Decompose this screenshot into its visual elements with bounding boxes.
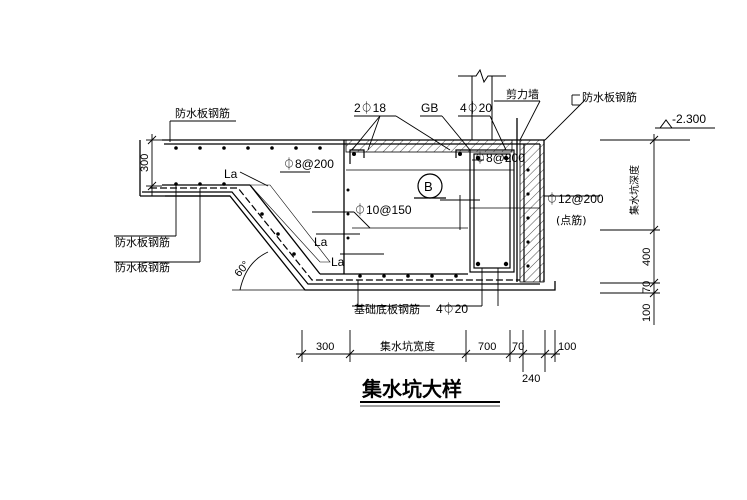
dim-bottom-300: 300 [316, 341, 334, 353]
label-pit-width: 集水坑宽度 [380, 339, 435, 353]
label-la-3: La [331, 255, 345, 269]
label-la-1: La [224, 167, 238, 181]
dimension-lines [146, 134, 660, 372]
rebar-gb: GB [421, 101, 438, 115]
top-beam-hatch [345, 139, 513, 153]
dim-left-300: 300 [139, 154, 151, 172]
elevation-marker [600, 119, 715, 141]
dim-bottom-700: 700 [478, 341, 496, 353]
leader-lines [114, 94, 600, 307]
angle-arc [239, 251, 269, 291]
rebar-stirrup-right: ⏀8@200 [474, 150, 525, 165]
drawing-title: 集水坑大样 [361, 377, 462, 401]
label-waterproof-rebar-mid: 防水板钢筋 [115, 235, 170, 249]
rebar-right: ⏀12@200 [546, 191, 604, 206]
rebar-top-2: 2⏀18 [354, 100, 386, 115]
label-waterproof-rebar-right: 防水板钢筋 [582, 90, 637, 104]
label-shear-wall: 剪力墙 [506, 87, 539, 101]
label-la-2: La [314, 235, 328, 249]
elevation-value: -2.300 [672, 112, 706, 126]
dim-right-100: 100 [641, 304, 653, 322]
rebar-bottom-4: 4⏀20 [436, 301, 468, 316]
shear-wall-top [458, 68, 506, 140]
label-angle: 60° [232, 259, 252, 279]
label-pit-depth: 集水坑深度 [628, 165, 641, 215]
dim-bottom-70: 70 [512, 341, 524, 353]
label-dot-rebar: (点筋) [556, 213, 587, 227]
rebar-top-4: 4⏀20 [460, 100, 492, 115]
label-waterproof-rebar-top: 防水板钢筋 [175, 106, 230, 120]
rebar-mid: ⏀10@150 [354, 202, 412, 217]
label-base-slab-rebar: 基础底板钢筋 [354, 302, 420, 316]
slope-hatch [249, 184, 331, 263]
dim-right-400: 400 [641, 248, 653, 266]
dim-right-70: 70 [641, 281, 653, 293]
label-waterproof-rebar-low: 防水板钢筋 [115, 260, 170, 274]
dim-bottom-240: 240 [522, 373, 540, 385]
rebar-stirrup-left: ⏀8@200 [283, 156, 334, 171]
rebar-lines [142, 143, 541, 285]
dim-bottom-100: 100 [558, 341, 576, 353]
rebar-dots [174, 146, 530, 278]
section-mark-letter: B [424, 179, 433, 194]
